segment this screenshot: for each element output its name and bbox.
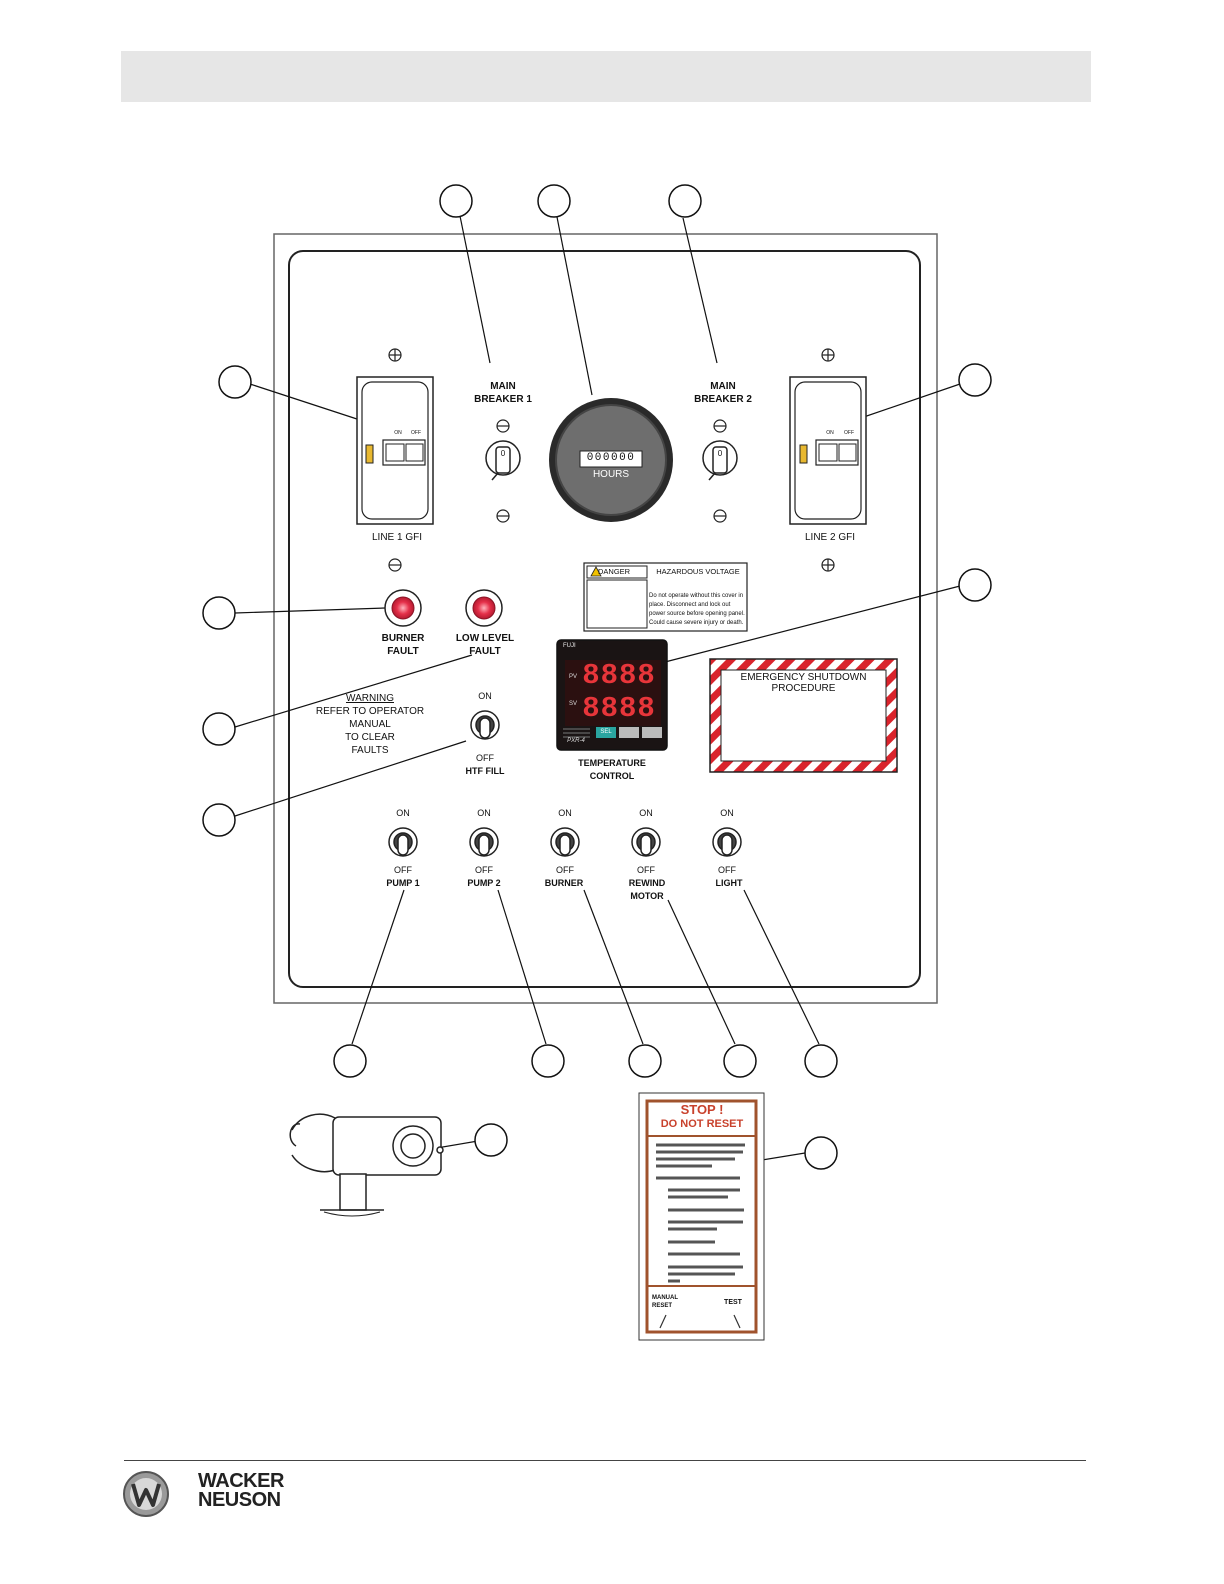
panel-inner <box>288 250 921 988</box>
hours-label: HOURS <box>592 469 630 480</box>
callout-circle <box>628 1044 662 1078</box>
light-toggle <box>712 827 742 857</box>
temperature-controller <box>556 639 668 751</box>
gfi1-off-text: OFF <box>411 430 421 436</box>
pump1-label: PUMP 1 <box>386 878 420 888</box>
light-off-label: OFF <box>718 865 736 875</box>
danger-label <box>583 562 748 632</box>
callout-circle <box>804 1044 838 1078</box>
gfi2-off-text: OFF <box>844 430 854 436</box>
callout-circle <box>474 1123 508 1157</box>
line2-gfi <box>789 376 867 525</box>
pump2-label: PUMP 2 <box>467 878 501 888</box>
light-label: LIGHT <box>715 878 743 888</box>
gfi1-on-text: ON <box>394 430 402 436</box>
callout-circle <box>202 712 236 746</box>
callout-circle <box>723 1044 757 1078</box>
panel-outer <box>273 233 938 1004</box>
callout-circle <box>202 803 236 837</box>
pump1-on-label: ON <box>396 808 410 818</box>
rewind-motor-toggle <box>631 827 661 857</box>
gfi2-on-text: ON <box>826 430 834 436</box>
htf-fill-label: HTF FILL <box>465 766 505 776</box>
htf-fill-off-label: OFF <box>476 753 494 763</box>
burner-toggle <box>550 827 580 857</box>
stop-label-title: STOP ! DO NOT RESET <box>660 1102 744 1131</box>
emergency-shutdown-label <box>709 658 898 773</box>
hour-meter-digits: 000000 <box>586 452 636 464</box>
burner-off-label: OFF <box>556 865 574 875</box>
hour-meter <box>549 398 673 522</box>
htf-fill-toggle <box>470 710 500 740</box>
callout-circle <box>202 596 236 630</box>
callout-circle <box>958 568 992 602</box>
rewind-motor-on-label: ON <box>639 808 653 818</box>
hazardous-voltage-text: HAZARDOUS VOLTAGE <box>656 567 740 576</box>
warning-block: WARNING REFER TO OPERATOR MANUAL TO CLEA… <box>315 693 425 756</box>
main-breaker-2-knob <box>702 440 738 481</box>
toggle-switches <box>388 710 742 857</box>
pump1-off-label: OFF <box>394 865 412 875</box>
rewind-motor-off-label: OFF <box>637 865 655 875</box>
controller-pv-label: PV <box>568 674 577 680</box>
light-on-label: ON <box>720 808 734 818</box>
line1-gfi <box>356 376 434 525</box>
screws <box>388 348 835 572</box>
controller-pv-display: 8888 <box>582 659 656 692</box>
line1-gfi-label: LINE 1 GFI <box>371 532 422 543</box>
pump2-off-label: OFF <box>475 865 493 875</box>
burner-on-label: ON <box>558 808 572 818</box>
controller-sv-label: SV <box>568 701 577 707</box>
pump2-on-label: ON <box>477 808 491 818</box>
burner-fault-lamp <box>384 589 422 627</box>
danger-message: Do not operate without this cover in pla… <box>649 593 745 626</box>
low-level-fault-lamp <box>465 589 503 627</box>
callout-lines <box>234 215 961 1163</box>
burner-label: BURNER <box>544 878 584 888</box>
callout-circle <box>668 184 702 218</box>
callout-circle <box>958 363 992 397</box>
callout-circle <box>333 1044 367 1078</box>
callout-circle <box>804 1136 838 1170</box>
controller-sv-display: 8888 <box>582 692 656 725</box>
stop-label-graphic <box>638 1092 765 1341</box>
test-text: TEST <box>724 1299 742 1306</box>
footer-rule <box>124 1460 1086 1461</box>
htf-fill-on-label: ON <box>478 691 492 701</box>
callout-circle <box>218 365 252 399</box>
controller-sel-button[interactable]: SEL <box>600 729 612 735</box>
callout-circle <box>439 184 473 218</box>
wacker-neuson-emblem <box>123 1471 169 1517</box>
danger-signal-word: DANGER <box>598 567 631 576</box>
pump1-toggle <box>388 827 418 857</box>
main-breaker-1-knob <box>485 440 521 481</box>
line2-gfi-label: LINE 2 GFI <box>804 532 855 543</box>
callout-circle <box>537 184 571 218</box>
reset-button-illustration <box>289 1113 444 1217</box>
pump2-toggle <box>469 827 499 857</box>
controller-model: PXR-4 <box>567 738 585 744</box>
controller-brand: FUJI <box>563 643 576 649</box>
breaker-2-position: 0 <box>717 449 723 458</box>
callout-circle <box>531 1044 565 1078</box>
breaker-1-position: 0 <box>500 449 506 458</box>
header-bar <box>121 51 1091 102</box>
